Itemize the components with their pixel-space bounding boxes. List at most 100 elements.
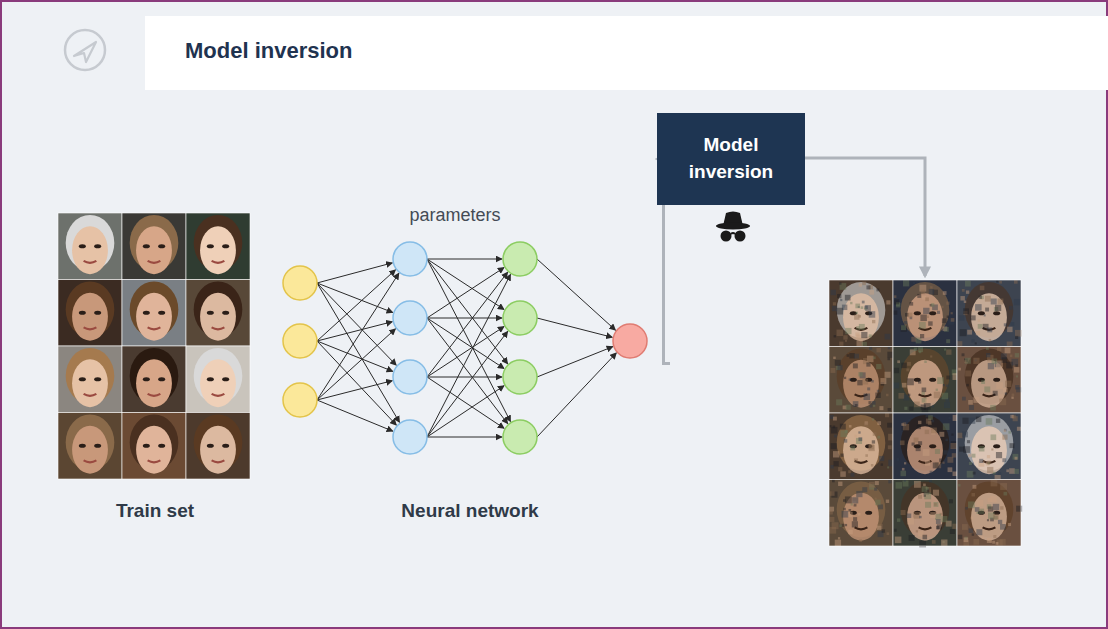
noise (968, 454, 971, 457)
face (907, 493, 943, 541)
process-box: Model inversion (657, 113, 805, 205)
noise (853, 401, 859, 407)
eye (143, 244, 150, 248)
tile-edge (58, 213, 122, 280)
face-tile (122, 346, 186, 413)
tile-ground (122, 213, 186, 280)
eye (222, 377, 229, 381)
noise (962, 289, 965, 292)
network-graph (283, 242, 647, 454)
tile-edge (957, 480, 1021, 547)
noise (839, 282, 841, 284)
noise (990, 405, 996, 411)
tile-edge (186, 346, 250, 413)
noise (866, 362, 870, 366)
noise (978, 324, 983, 329)
noise (987, 455, 990, 458)
noise (907, 518, 914, 525)
face (72, 426, 108, 474)
noise (973, 397, 979, 403)
noise (884, 372, 890, 378)
face (136, 226, 172, 274)
noise (885, 334, 891, 340)
weight-line (317, 341, 393, 371)
noise (853, 363, 858, 368)
noise (864, 422, 868, 426)
tile-ground (829, 480, 893, 547)
noise (913, 282, 915, 284)
noise (960, 329, 967, 336)
noise (948, 467, 953, 472)
noise (1004, 429, 1006, 431)
noise (888, 408, 891, 411)
face (971, 493, 1007, 541)
noise (1000, 483, 1007, 490)
weight-line (427, 437, 502, 438)
noise (917, 425, 921, 429)
noise (843, 335, 847, 339)
mouth (212, 394, 225, 396)
noise (862, 379, 868, 385)
network-box: parametersNeural network (270, 205, 670, 522)
noise (888, 445, 892, 449)
noise (932, 420, 935, 423)
noise (962, 397, 966, 401)
noise (869, 482, 875, 488)
weight-line (317, 322, 392, 341)
noise (876, 348, 880, 352)
noise (919, 322, 926, 329)
noise (986, 418, 993, 425)
noise (966, 290, 969, 293)
noise (923, 449, 930, 456)
noise (875, 393, 880, 398)
noise (866, 285, 870, 289)
noise (960, 296, 964, 300)
noise (869, 311, 876, 318)
noise (989, 339, 991, 341)
noise (1014, 299, 1020, 305)
face-tile (957, 347, 1021, 414)
noise (870, 405, 873, 408)
noise (968, 501, 975, 508)
noise (876, 289, 879, 292)
noise (993, 472, 996, 475)
noise (949, 499, 953, 503)
noise (953, 471, 958, 476)
noise (957, 341, 962, 346)
noise (943, 423, 950, 430)
noise (939, 458, 942, 461)
noise (839, 524, 842, 527)
noise (962, 431, 968, 437)
noise (1005, 392, 1007, 394)
noise (986, 347, 989, 350)
noise (918, 441, 922, 445)
mouth (84, 460, 97, 462)
noise (969, 462, 972, 465)
noise (975, 304, 982, 311)
noise (914, 402, 920, 408)
noise (844, 377, 846, 379)
noise (872, 418, 874, 420)
noise (922, 388, 927, 393)
face-tile (58, 280, 122, 347)
noise (904, 321, 907, 324)
spy-icon (716, 212, 750, 242)
tile-edge (893, 413, 957, 480)
face-tile (957, 480, 1022, 547)
noise (872, 401, 876, 405)
noise (967, 330, 972, 335)
face-tile (58, 346, 122, 413)
noise (958, 368, 961, 371)
face (843, 360, 879, 408)
noise (993, 535, 996, 538)
tile-ground (829, 347, 893, 414)
noise (852, 497, 858, 503)
mouth (148, 327, 161, 329)
noise (952, 453, 956, 457)
noise (887, 358, 890, 361)
face-tile (893, 413, 959, 480)
eye (222, 244, 229, 248)
noise (842, 511, 849, 518)
noise (922, 535, 927, 540)
